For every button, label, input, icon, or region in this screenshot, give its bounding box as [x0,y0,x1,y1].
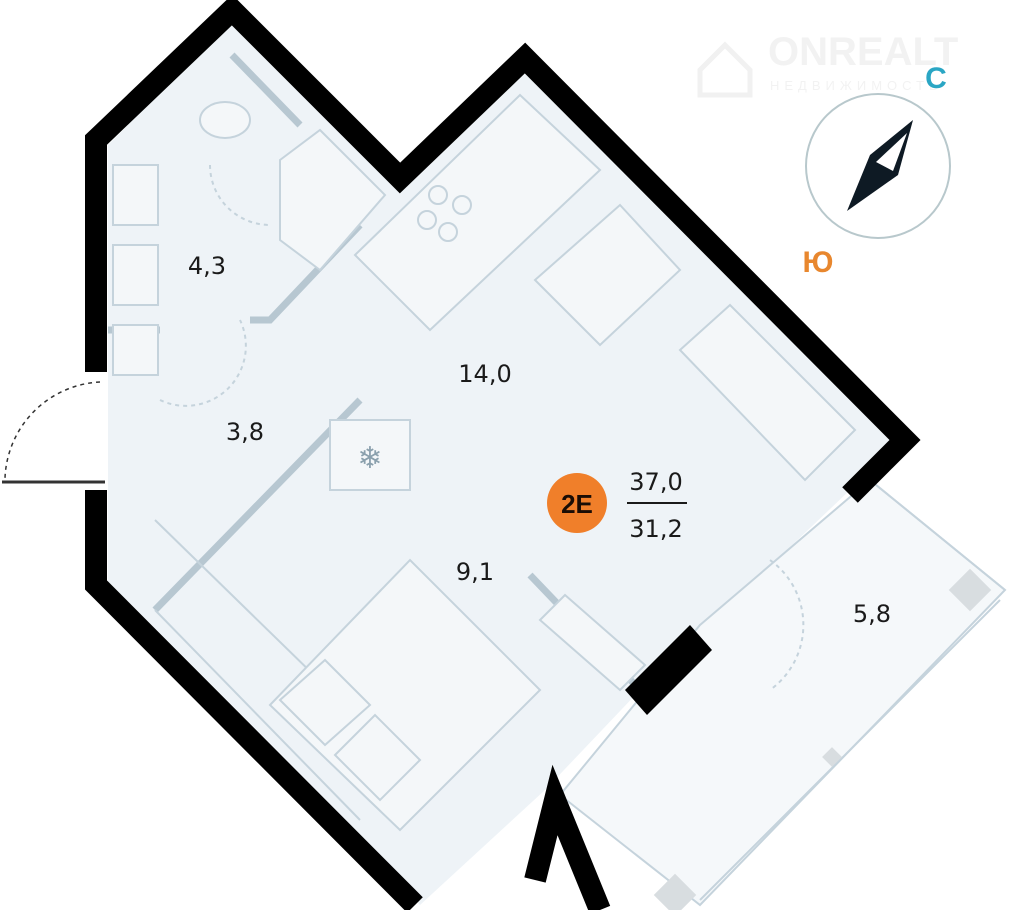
watermark: ONREALT НЕДВИЖИМОСТЬ [697,30,958,98]
total-area: 37,0 [629,468,682,496]
toilet-icon [199,101,251,139]
house-logo-icon [697,41,753,98]
living-area: 31,2 [629,515,682,543]
desk [538,593,647,692]
room-area-bathroom: 4,3 [188,252,226,280]
compass: С Ю [803,62,951,279]
washer-icon [112,244,159,306]
walls [85,0,921,910]
entrance-door-swing [4,381,101,479]
bed [268,558,542,832]
apartment-code: 2E [561,489,593,519]
watermark-subtitle: НЕДВИЖИМОСТЬ [770,78,943,93]
furniture: ❄ [2,93,857,832]
pillow [333,713,422,802]
room-area-hallway: 3,8 [226,418,264,446]
pillow [278,658,372,747]
north-label: С [925,62,947,95]
dining-table [533,203,682,347]
south-label: Ю [803,246,834,279]
watermark-brand: ONREALT [768,30,958,74]
room-area-bedroom: 9,1 [456,558,494,586]
room-area-kitchen-living: 14,0 [458,360,511,388]
kitchen-counter [353,93,602,332]
sofa [678,303,857,482]
fridge-icon [329,419,411,491]
snowflake-icon: ❄ [357,442,382,475]
room-area-balcony: 5,8 [853,600,891,628]
sink-icon [112,164,159,226]
compass-needle-icon [847,120,913,211]
shower-icon [279,128,387,272]
apartment-badge: 2E 37,0 31,2 [547,468,687,543]
